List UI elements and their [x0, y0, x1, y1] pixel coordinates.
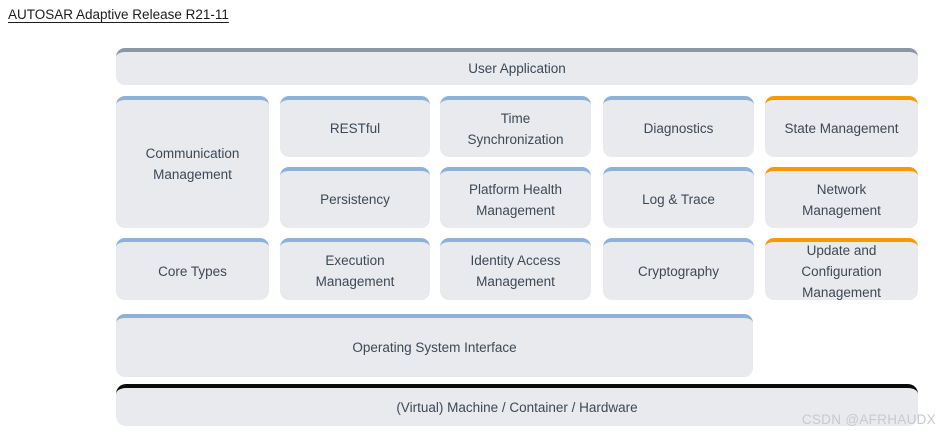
autosar-release-link[interactable]: AUTOSAR Adaptive Release R21-11	[8, 7, 229, 22]
block-label: Identity Access Management	[470, 253, 561, 289]
csdn-watermark: CSDN @AFRHAUDX	[801, 412, 936, 427]
block-persistency: Persistency	[280, 167, 430, 228]
block-label: Communication Management	[145, 146, 240, 182]
block-platform-health-management: Platform Health Management	[440, 167, 591, 228]
block-label: Execution Management	[315, 253, 395, 289]
block-communication-management: Communication Management	[116, 96, 269, 228]
block-network-management: Network Management	[765, 167, 918, 228]
block-label: Diagnostics	[643, 121, 714, 136]
block-label: Network Management	[802, 181, 881, 218]
block-label: State Management	[784, 121, 899, 136]
block-label: Time Synchronization	[467, 110, 564, 147]
block-label: RESTful	[329, 121, 381, 136]
block-identity-access-management: Identity Access Management	[440, 238, 591, 300]
block-log-and-trace: Log & Trace	[603, 167, 754, 228]
block-label: Log & Trace	[642, 192, 715, 207]
block-state-management: State Management	[765, 96, 918, 157]
operating-system-interface-bar: Operating System Interface	[116, 314, 753, 377]
os-interface-label: Operating System Interface	[352, 340, 517, 355]
block-time-synchronization: Time Synchronization	[440, 96, 591, 157]
block-label: Platform Health Management	[468, 181, 563, 218]
block-core-types: Core Types	[116, 238, 269, 300]
block-label: Cryptography	[637, 263, 720, 279]
hardware-bar: (Virtual) Machine / Container / Hardware	[116, 384, 918, 426]
block-update-configuration-management: Update and Configuration Management	[765, 238, 918, 300]
block-label: Update and Configuration Management	[801, 242, 882, 300]
block-label: Persistency	[320, 192, 390, 207]
block-diagnostics: Diagnostics	[603, 96, 754, 157]
user-application-label: User Application	[468, 61, 566, 76]
hardware-label: (Virtual) Machine / Container / Hardware	[396, 399, 638, 415]
user-application-bar: User Application	[116, 48, 918, 85]
block-restful: RESTful	[280, 96, 430, 157]
block-cryptography: Cryptography	[603, 238, 754, 300]
block-label: Core Types	[158, 263, 227, 279]
block-execution-management: Execution Management	[280, 238, 430, 300]
